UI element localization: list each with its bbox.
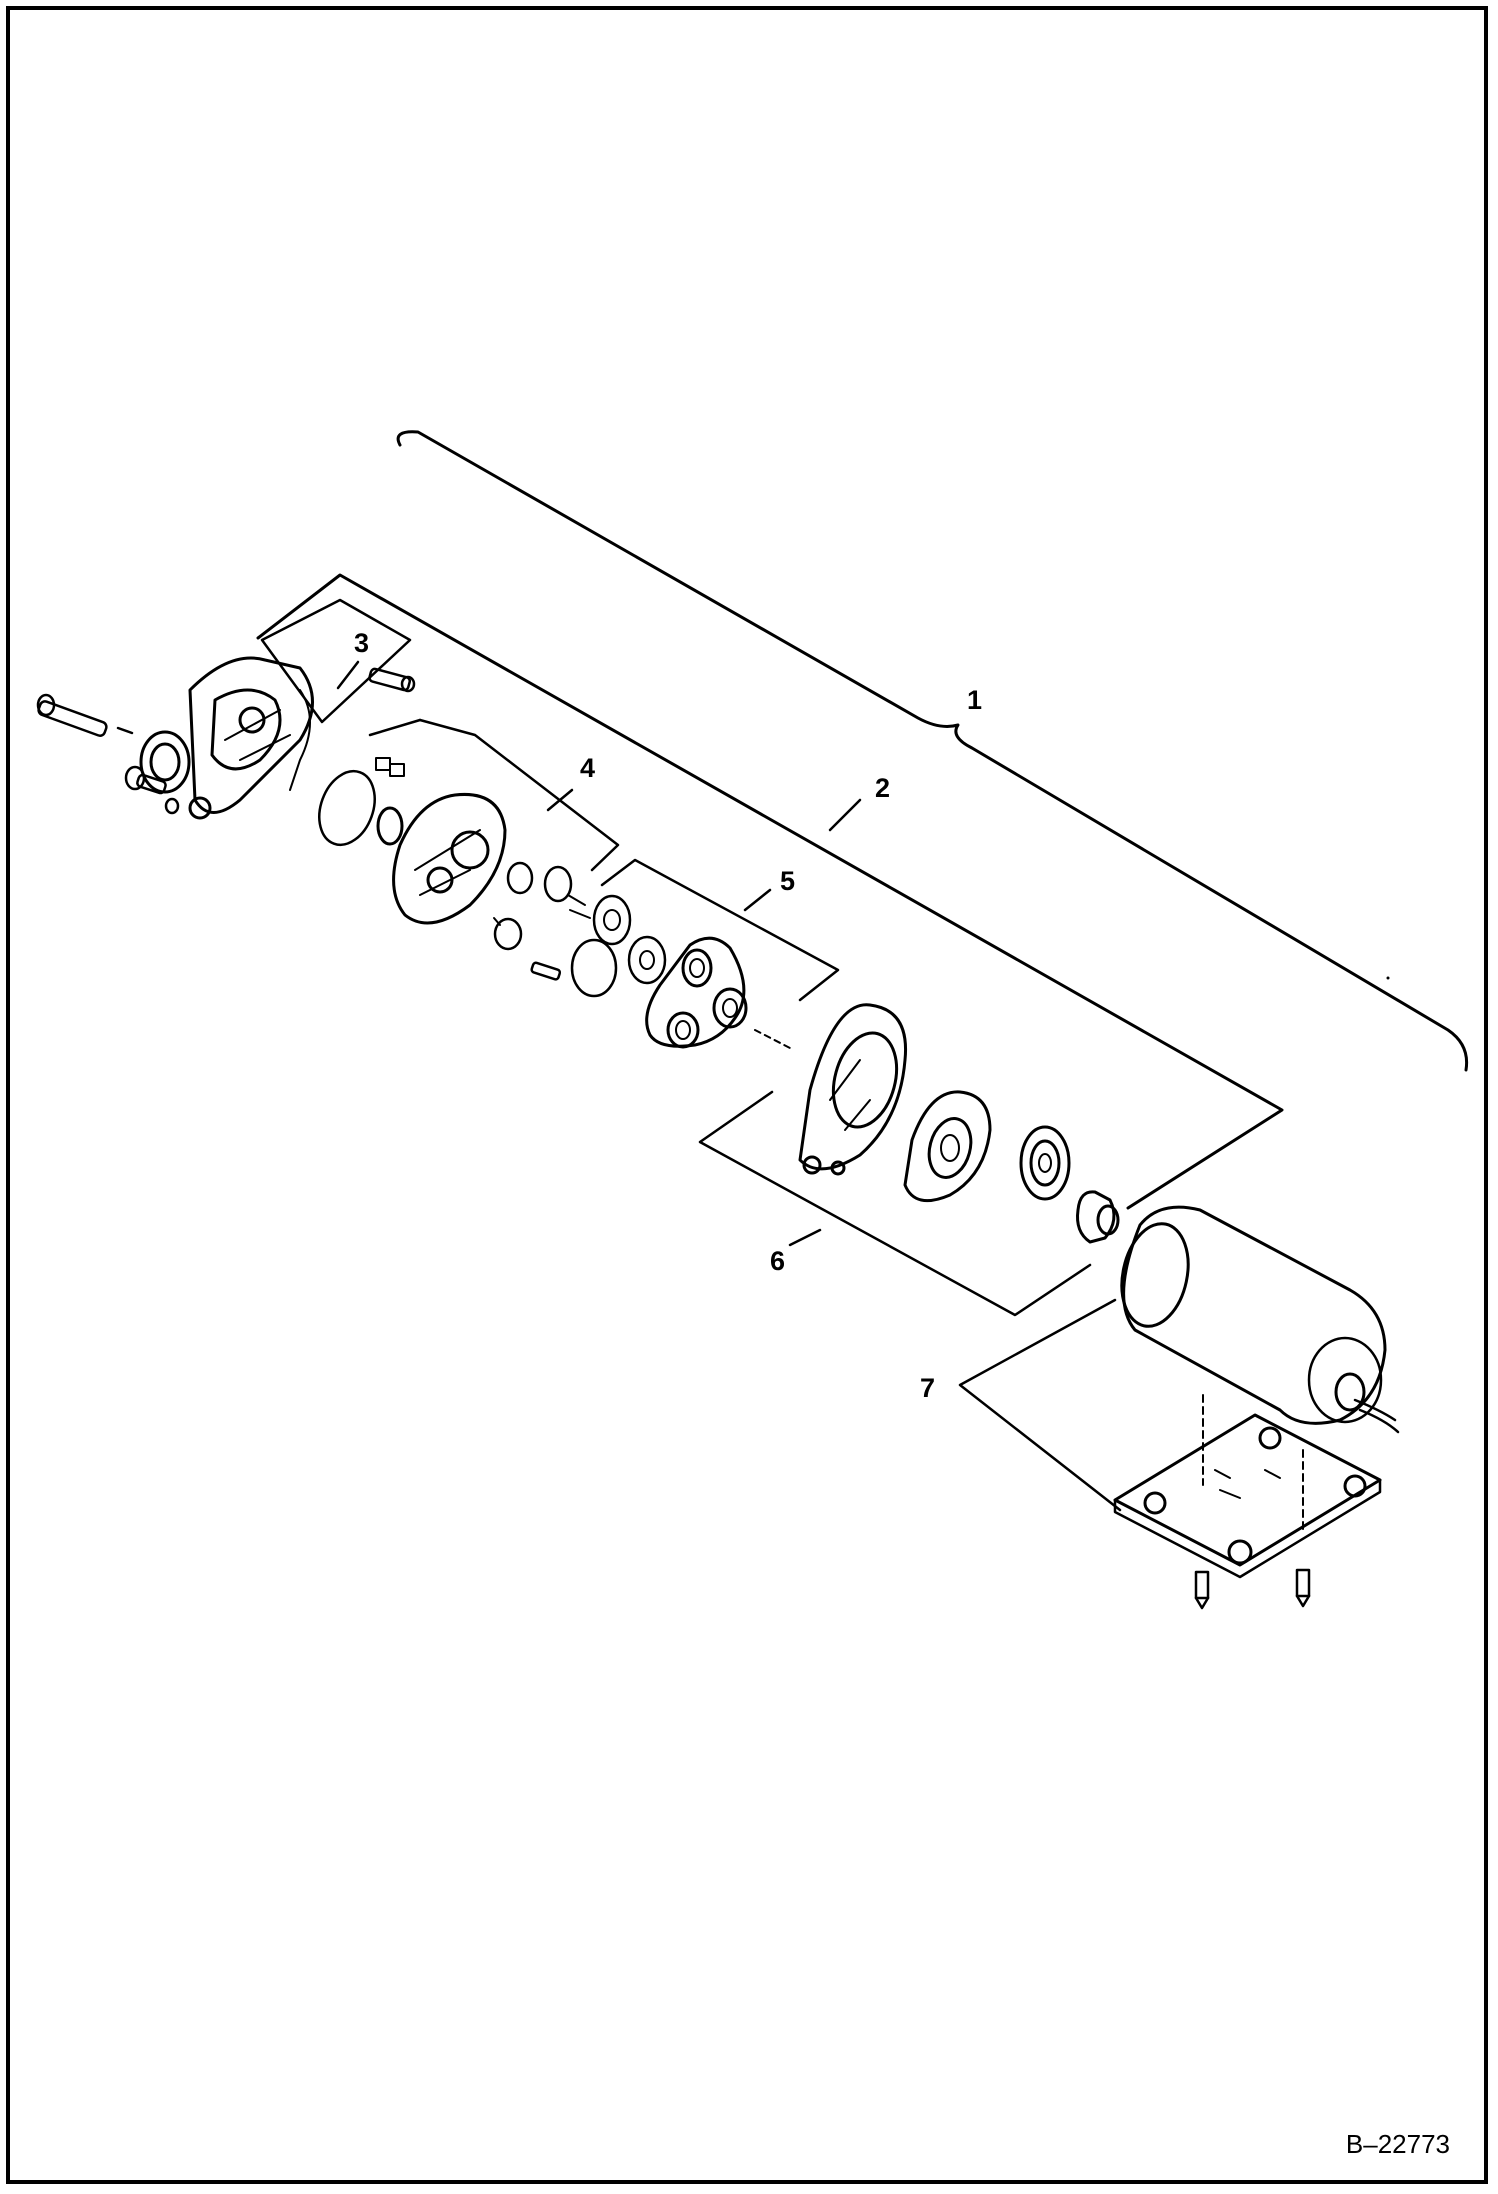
callout-5: 5 bbox=[780, 866, 796, 896]
cam-housing bbox=[798, 1003, 908, 1176]
callout-4: 4 bbox=[580, 753, 596, 783]
bracket-4 bbox=[418, 718, 620, 872]
bolt-icon-top bbox=[368, 667, 416, 693]
bearing bbox=[1019, 1125, 1071, 1201]
screw-icon-mount-left bbox=[1194, 1570, 1210, 1610]
diagram-frame bbox=[6, 6, 1488, 2184]
valve-ring bbox=[506, 861, 534, 895]
cam-wobble-plate bbox=[903, 1090, 992, 1203]
callout-1: 1 bbox=[967, 685, 983, 715]
callout-6: 6 bbox=[770, 1246, 786, 1276]
callout-7: 7 bbox=[920, 1373, 936, 1403]
electric-motor bbox=[1120, 1205, 1400, 1434]
screw-icon-front-long bbox=[36, 693, 134, 737]
diaphragm-disc bbox=[592, 894, 632, 946]
diaphragm-disc bbox=[627, 935, 667, 985]
mounting-plate bbox=[1113, 1413, 1382, 1579]
screw-icon-mount-right bbox=[1295, 1568, 1311, 1608]
diaphragm-disc bbox=[570, 938, 618, 998]
callout-2: 2 bbox=[875, 773, 891, 803]
bracket-2 bbox=[256, 573, 1284, 1210]
pin-icon bbox=[375, 757, 391, 771]
bracket-6 bbox=[698, 1090, 1092, 1317]
o-ring-seal bbox=[318, 769, 376, 847]
bracket-5 bbox=[600, 858, 840, 1002]
motor-coupling bbox=[1076, 1190, 1120, 1244]
pump-head-housing bbox=[139, 656, 314, 820]
screw-icon-lower bbox=[530, 961, 562, 981]
assembly-brace bbox=[396, 430, 1469, 1072]
figure-id: B–22773 bbox=[1345, 2129, 1450, 2159]
diaphragm-plate bbox=[645, 936, 748, 1049]
valve-plate bbox=[376, 792, 507, 925]
valve-ring bbox=[543, 865, 573, 903]
leader-7 bbox=[958, 1298, 1122, 1512]
callout-3: 3 bbox=[354, 628, 370, 658]
